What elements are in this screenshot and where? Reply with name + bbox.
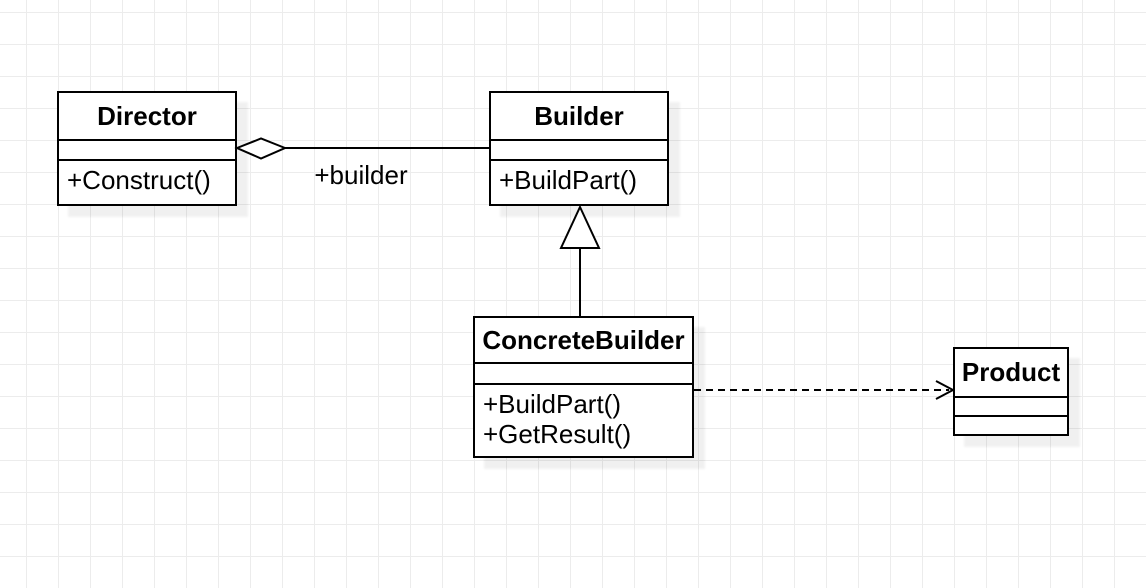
class-node-concrete-builder[interactable]: ConcreteBuilder +BuildPart() +GetResult(… — [473, 316, 694, 458]
class-node-builder[interactable]: Builder +BuildPart() — [489, 91, 669, 206]
dependency-connector[interactable] — [694, 380, 956, 400]
method-label: +BuildPart() — [483, 389, 621, 419]
method-label: +BuildPart() — [499, 165, 637, 195]
methods-compartment: +BuildPart() — [491, 161, 667, 204]
class-title: Builder — [491, 93, 667, 141]
dependency-arrowhead-icon — [935, 380, 956, 400]
aggregation-edge-label: +builder — [314, 160, 408, 190]
class-title: Director — [59, 93, 235, 141]
class-node-director[interactable]: Director +Construct() — [57, 91, 237, 206]
class-node-product[interactable]: Product — [953, 347, 1069, 436]
attributes-compartment — [955, 398, 1067, 417]
class-title: ConcreteBuilder — [475, 318, 692, 364]
aggregation-connector[interactable] — [234, 137, 489, 160]
methods-compartment — [955, 417, 1067, 434]
methods-compartment: +BuildPart() +GetResult() — [475, 385, 692, 456]
generalization-connector[interactable] — [559, 204, 601, 316]
attributes-compartment — [59, 141, 235, 161]
method-label: +GetResult() — [483, 419, 632, 449]
generalization-triangle-icon — [559, 204, 601, 249]
attributes-compartment — [491, 141, 667, 161]
aggregation-diamond-icon — [234, 137, 288, 160]
methods-compartment: +Construct() — [59, 161, 235, 204]
class-title: Product — [955, 349, 1067, 398]
attributes-compartment — [475, 364, 692, 385]
method-label: +Construct() — [67, 165, 211, 195]
